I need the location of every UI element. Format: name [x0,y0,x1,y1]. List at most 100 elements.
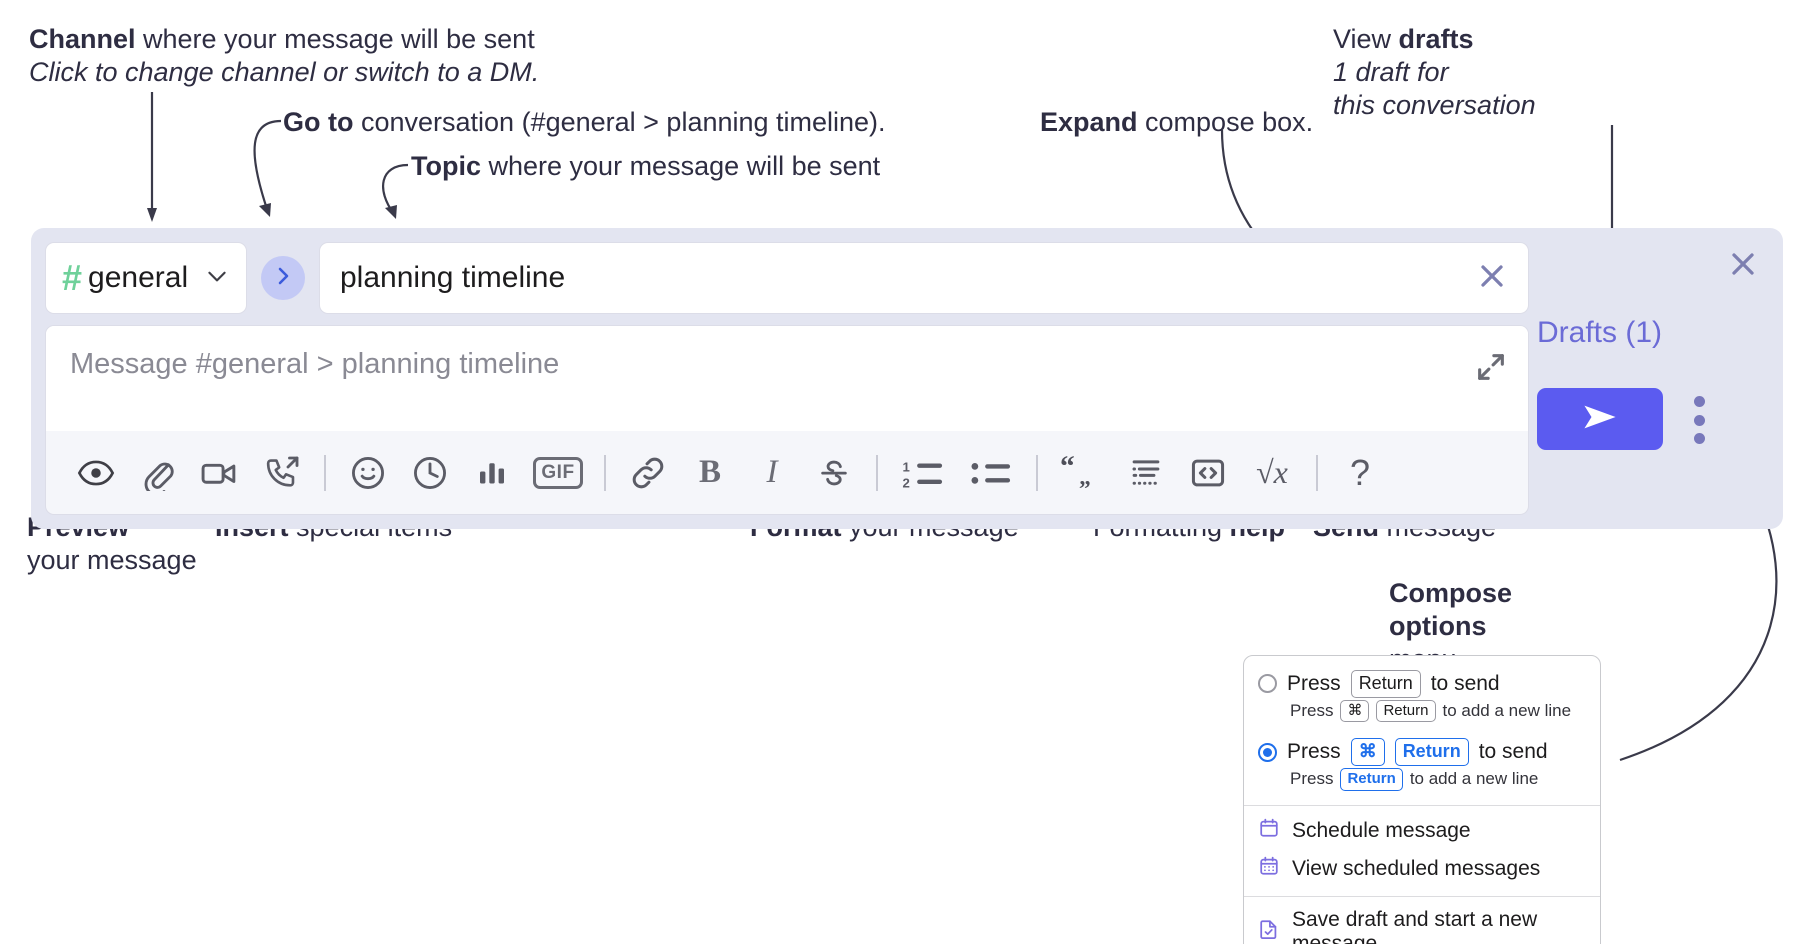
calendar-schedule-icon [1258,817,1280,845]
radio-cmd-return[interactable] [1258,742,1277,762]
annotation-channel-bold: Channel [29,24,136,54]
code-block-icon[interactable] [1120,447,1172,499]
bullet-list-icon[interactable] [962,447,1020,499]
separator [604,454,606,491]
annotation-topic-bold: Topic [411,151,481,181]
svg-text:2: 2 [902,475,909,490]
annotation-drafts: View drafts 1 draft for this conversatio… [1333,23,1536,122]
option1-sub-pre: Press [1290,700,1334,720]
message-input[interactable]: Message #general > planning timeline [46,326,1528,431]
gif-label: GIF [533,456,583,489]
separator [1036,454,1038,491]
option1-sub-post: to add a new line [1442,700,1572,720]
formatting-help-icon[interactable]: ? [1334,447,1386,499]
calendar-grid-icon [1258,855,1280,883]
goto-conversation-button[interactable] [261,256,305,300]
annotation-topic: Topic where your message will be sent [411,150,880,183]
annotation-compose-options-bold1: Compose [1389,578,1513,608]
emoji-icon[interactable] [342,447,394,499]
key-return-sub-2: Return [1340,767,1403,791]
svg-text:“: “ [1060,455,1075,483]
math-label: √x [1256,454,1288,490]
menu-divider-2 [1244,895,1600,897]
annotation-drafts-line3: this conversation [1333,89,1536,120]
topic-value: planning timeline [340,261,566,294]
annotation-drafts-line2: 1 draft for [1333,56,1449,87]
huddle-icon[interactable] [256,447,308,499]
chevron-right-icon [271,264,295,293]
radio-return[interactable] [1258,674,1277,694]
hash-icon: # [62,257,83,298]
more-vertical-icon[interactable] [1687,396,1711,444]
key-return-sub: Return [1376,699,1436,723]
send-option-return-sub: Press ⌘ Return to add a new line [1244,698,1600,729]
topic-field[interactable]: planning timeline [319,242,1529,314]
key-return: Return [1350,670,1421,698]
annotation-channel: Channel where your message will be sent … [29,23,539,89]
link-icon[interactable] [622,447,674,499]
channel-name: general [88,261,189,294]
help-label: ? [1349,451,1371,493]
menu-item-schedule-message[interactable]: Schedule message [1244,812,1600,850]
menu-divider [1244,804,1600,806]
poll-icon[interactable] [466,447,518,499]
svg-text:1: 1 [902,459,909,474]
clock-icon[interactable] [404,447,456,499]
compose-options-menu: Press Return to send Press ⌘ Return to a… [1243,655,1601,944]
compose-right-rail: Drafts (1) [1515,228,1783,529]
bold-label: B [698,454,721,490]
close-icon[interactable] [1725,246,1761,287]
compose-header-row: # general planning timeline [45,242,1529,314]
annotation-channel-rest: where your message will be sent [135,24,535,54]
send-button[interactable] [1537,388,1663,450]
channel-selector[interactable]: # general [45,242,247,314]
annotation-expand-rest: compose box. [1137,107,1314,137]
annotation-channel-italic: Click to change channel or switch to a D… [29,56,540,87]
compose-inner: # general planning timeline [45,242,1529,515]
menu-item-schedule-message-label: Schedule message [1292,818,1471,842]
key-command: ⌘ [1340,699,1370,723]
annotation-drafts-bold: drafts [1398,24,1474,54]
bold-icon[interactable]: B [684,447,736,499]
send-option-return[interactable]: Press Return to send [1244,666,1600,698]
option2-sub-post: to add a new line [1409,769,1539,789]
option2-pre: Press [1287,740,1341,763]
option1-post: to send [1430,671,1500,695]
message-card: Message #general > planning timeline [45,325,1529,515]
menu-item-view-scheduled[interactable]: View scheduled messages [1244,850,1600,888]
separator [876,454,878,491]
italic-label: I [766,454,778,490]
chevron-down-icon [204,263,230,294]
send-option-cmd-return-sub: Press Return to add a new line [1244,766,1600,797]
annotation-drafts-lead: View [1333,24,1399,54]
close-icon[interactable] [1474,258,1510,299]
attachment-icon[interactable] [132,447,184,499]
annotation-compose-options-bold2: options [1389,610,1487,641]
video-icon[interactable] [194,447,246,499]
option2-post: to send [1478,740,1548,763]
option1-pre: Press [1287,671,1341,695]
gif-icon[interactable]: GIF [528,447,588,499]
math-icon[interactable]: √x [1244,447,1300,499]
annotation-expand: Expand compose box. [1040,106,1313,139]
strikethrough-icon[interactable] [808,447,860,499]
menu-item-save-draft[interactable]: Save draft and start a new message [1244,903,1600,944]
italic-icon[interactable]: I [746,447,798,499]
drafts-link[interactable]: Drafts (1) [1537,316,1663,349]
menu-item-view-scheduled-label: View scheduled messages [1292,856,1541,880]
send-option-cmd-return[interactable]: Press ⌘ Return to send [1244,728,1600,766]
expand-icon[interactable] [1474,350,1508,389]
annotation-preview-line2: your message [27,544,197,575]
message-placeholder: Message #general > planning timeline [70,348,560,380]
annotation-topic-rest: where your message will be sent [481,151,881,181]
blockquote-icon[interactable]: “„ [1054,447,1110,499]
separator [1316,454,1318,491]
preview-icon[interactable] [70,447,122,499]
compose-panel: # general planning timeline [31,228,1783,529]
annotation-goto-bold: Go to [283,107,354,137]
option2-sub-pre: Press [1290,769,1334,789]
code-icon[interactable] [1182,447,1234,499]
save-draft-icon [1258,918,1280,944]
